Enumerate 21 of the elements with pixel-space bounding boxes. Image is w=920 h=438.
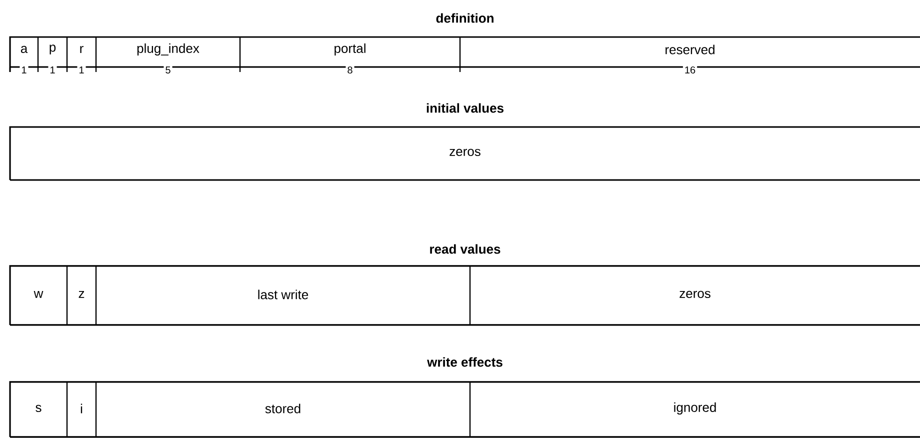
bit-field-cell: a	[20, 46, 28, 54]
bit-width-label: 1	[77, 65, 86, 75]
bit-field-cell: z	[66, 266, 84, 325]
bit-field-cell: reserved	[459, 37, 714, 62]
bit-field-cell: zeros	[450, 148, 480, 156]
bit-width-label: 5	[164, 65, 172, 75]
bit-field-cell: portal	[239, 37, 366, 62]
bit-field-cell: stored	[95, 382, 300, 437]
bit-field-cell: p	[37, 37, 56, 62]
bit-field-cell: w	[34, 291, 44, 298]
bit-field-cell: r	[66, 37, 84, 62]
bit-field-cell: plug_index	[95, 37, 200, 62]
bit-width-label: 16	[682, 64, 698, 76]
bit-field-cell: i	[66, 382, 82, 437]
bit-field-cell: ignored	[469, 382, 716, 437]
bit-field-cell: s	[36, 404, 42, 412]
bit-field-cell: zeros	[469, 266, 710, 325]
bit-width-label: 1	[48, 65, 57, 75]
bit-width-label: 1	[20, 65, 28, 75]
bit-field-cell: last write	[95, 266, 308, 325]
bit-width-label: 8	[346, 64, 354, 76]
